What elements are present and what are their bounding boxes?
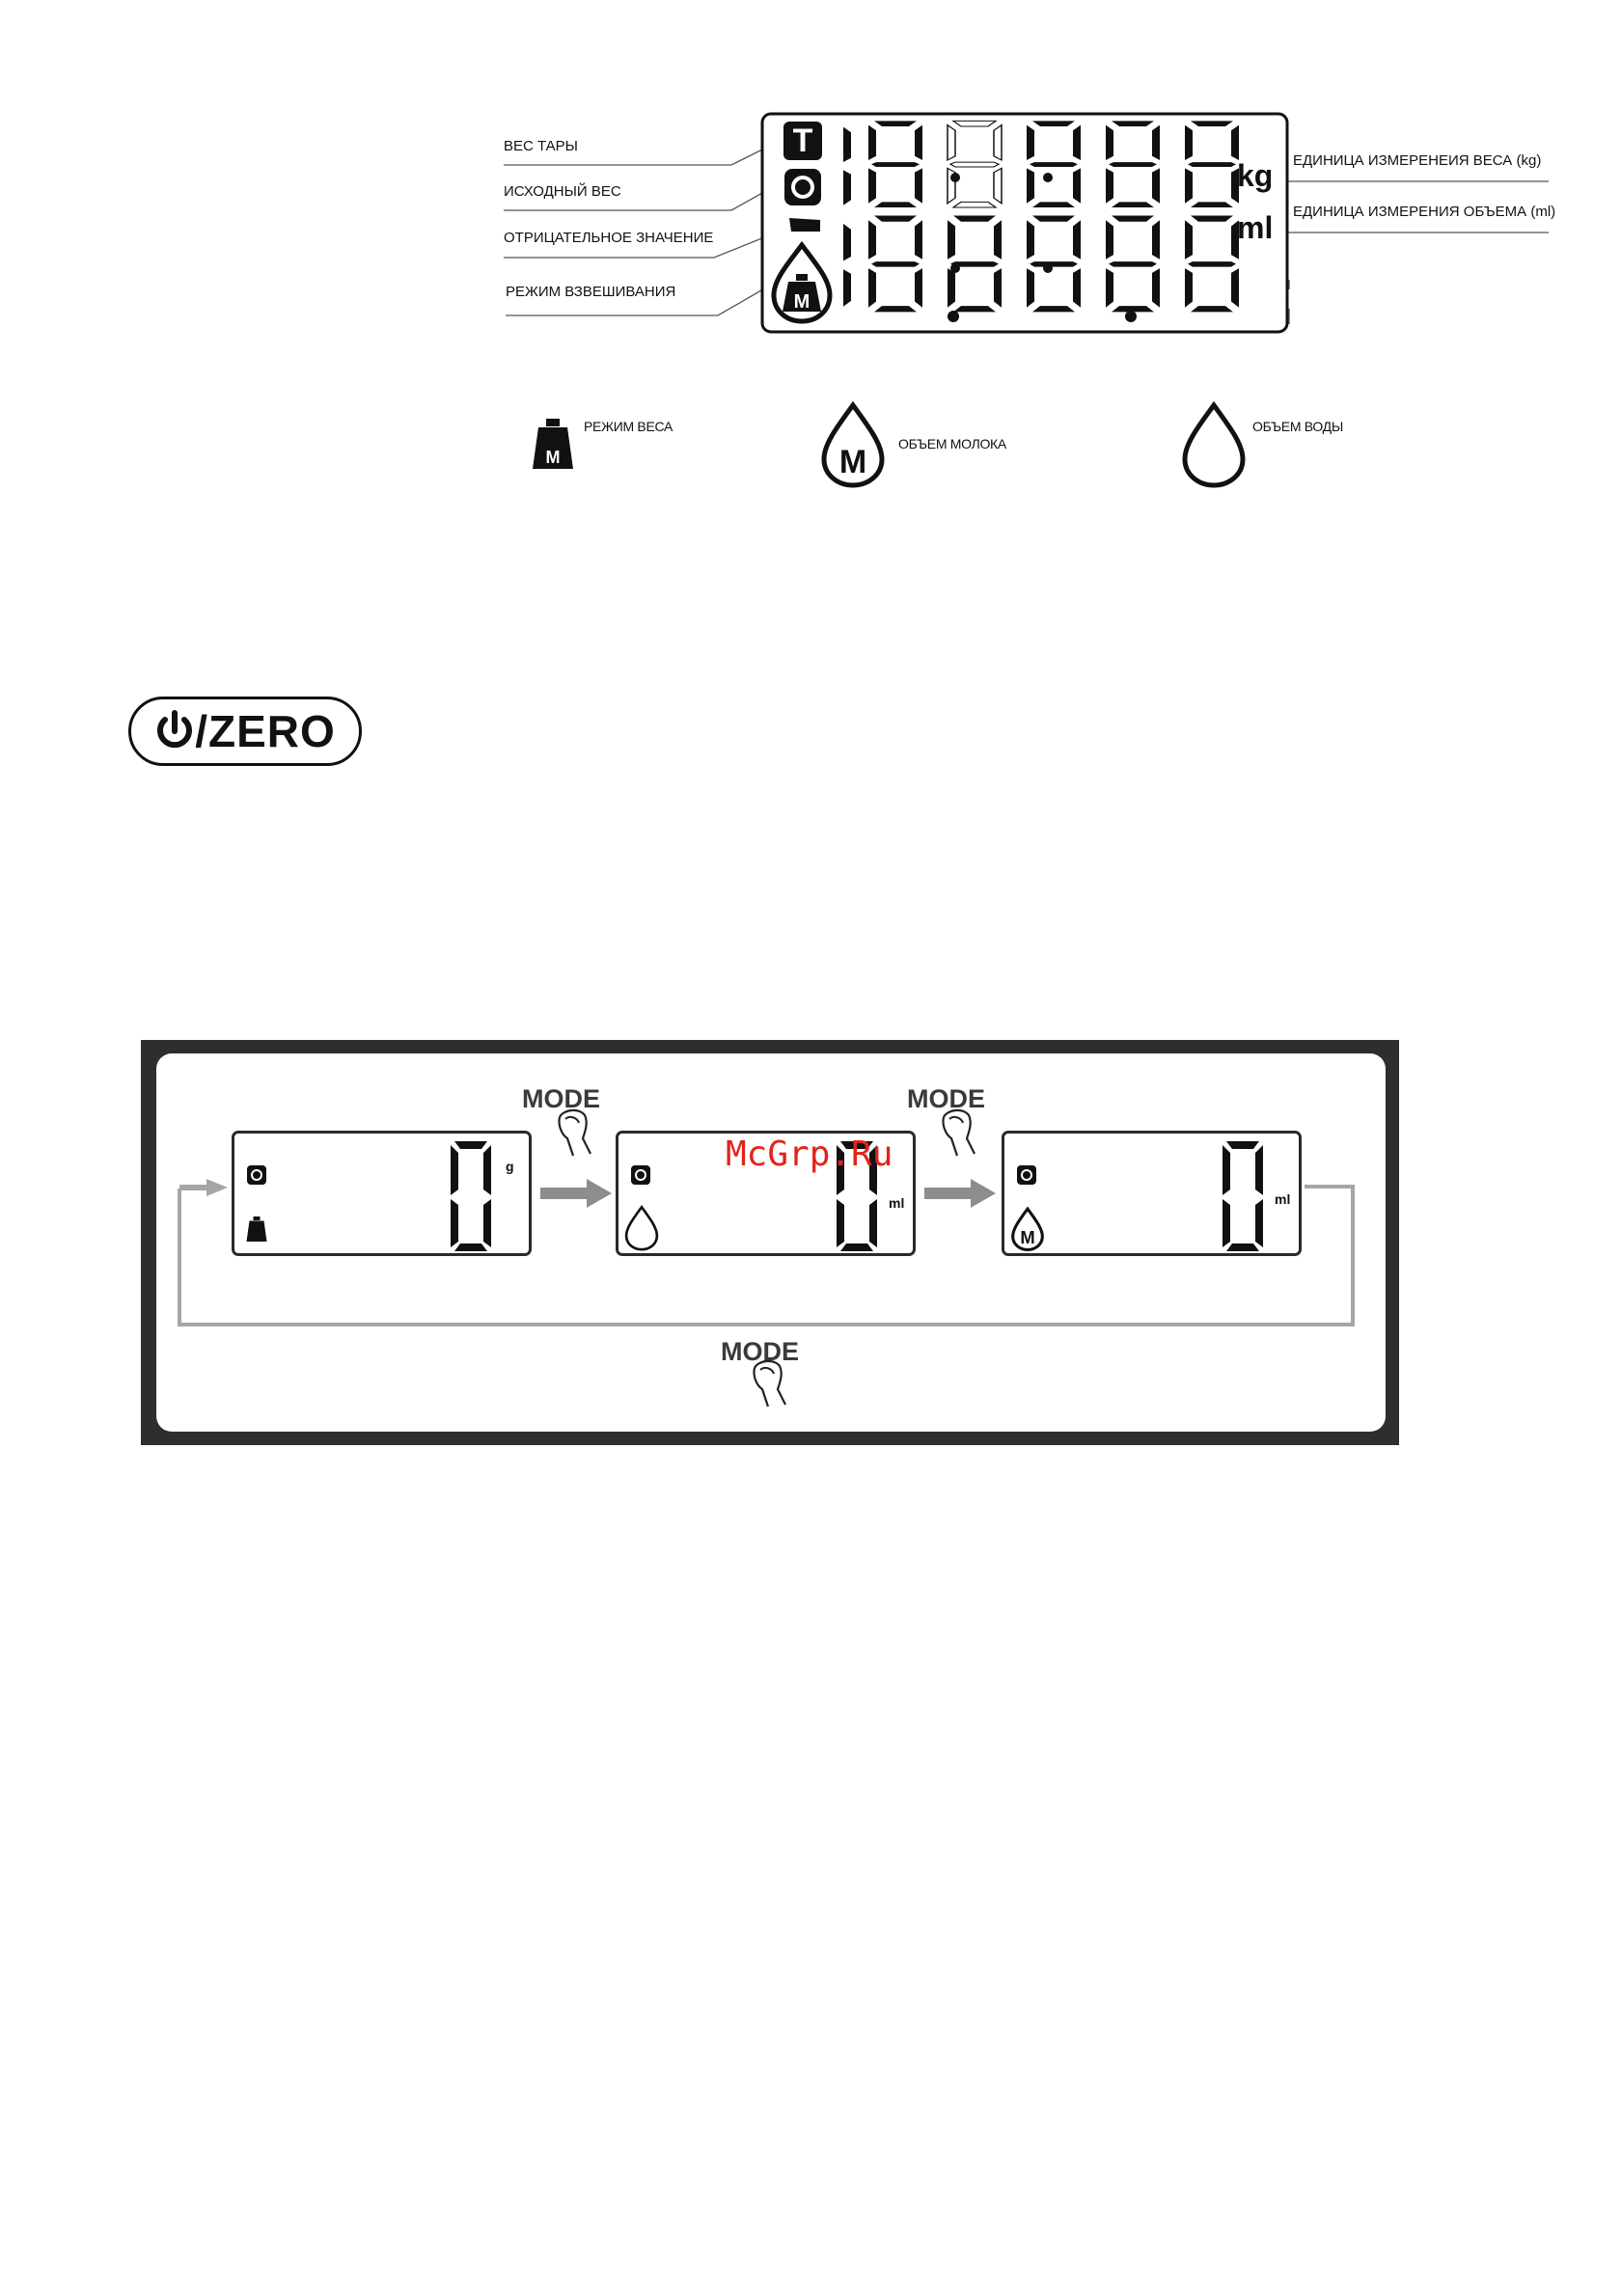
weight-mode-label: РЕЖИМ ВЕСА <box>584 419 673 434</box>
weight-icon: M <box>533 419 573 469</box>
display-unit: g <box>506 1159 514 1174</box>
seven-segment-digits <box>0 0 1621 405</box>
zero-circle-icon <box>1016 1164 1037 1186</box>
kg-unit: kg <box>1237 158 1273 194</box>
water-volume-label: ОБЪЕМ ВОДЫ <box>1252 419 1343 434</box>
power-icon <box>154 710 195 752</box>
finger-press-icon <box>934 1106 984 1162</box>
zero-circle-icon <box>630 1164 651 1186</box>
lcd-digit <box>449 1139 493 1253</box>
display-value: 0 <box>1223 1159 1262 1160</box>
display-unit: ml <box>889 1195 904 1211</box>
display-milk: M 0 ml <box>1002 1131 1302 1256</box>
zero-circle-icon <box>246 1164 267 1186</box>
milk-volume-label: ОБЪЕМ МОЛОКА <box>898 436 1006 451</box>
svg-text:M: M <box>839 444 866 480</box>
display-value: 0 <box>452 1159 490 1160</box>
water-drop-icon <box>1181 401 1247 488</box>
power-zero-button[interactable]: /ZERO <box>128 697 362 766</box>
power-zero-label: /ZERO <box>195 705 336 757</box>
finger-press-icon <box>745 1356 795 1412</box>
display-weight: 0 g <box>232 1131 532 1256</box>
ml-unit: ml <box>1237 210 1273 246</box>
svg-text:M: M <box>1020 1227 1034 1247</box>
watermark: McGrp.Ru <box>726 1134 893 1174</box>
water-drop-icon <box>624 1205 659 1251</box>
finger-press-icon <box>550 1106 600 1162</box>
lcd-digit <box>1221 1139 1265 1253</box>
svg-text:M: M <box>546 448 561 467</box>
milk-drop-icon: M <box>1010 1207 1045 1251</box>
milk-drop-icon: M <box>820 401 886 488</box>
display-unit: ml <box>1275 1191 1290 1207</box>
weight-icon <box>246 1216 267 1242</box>
